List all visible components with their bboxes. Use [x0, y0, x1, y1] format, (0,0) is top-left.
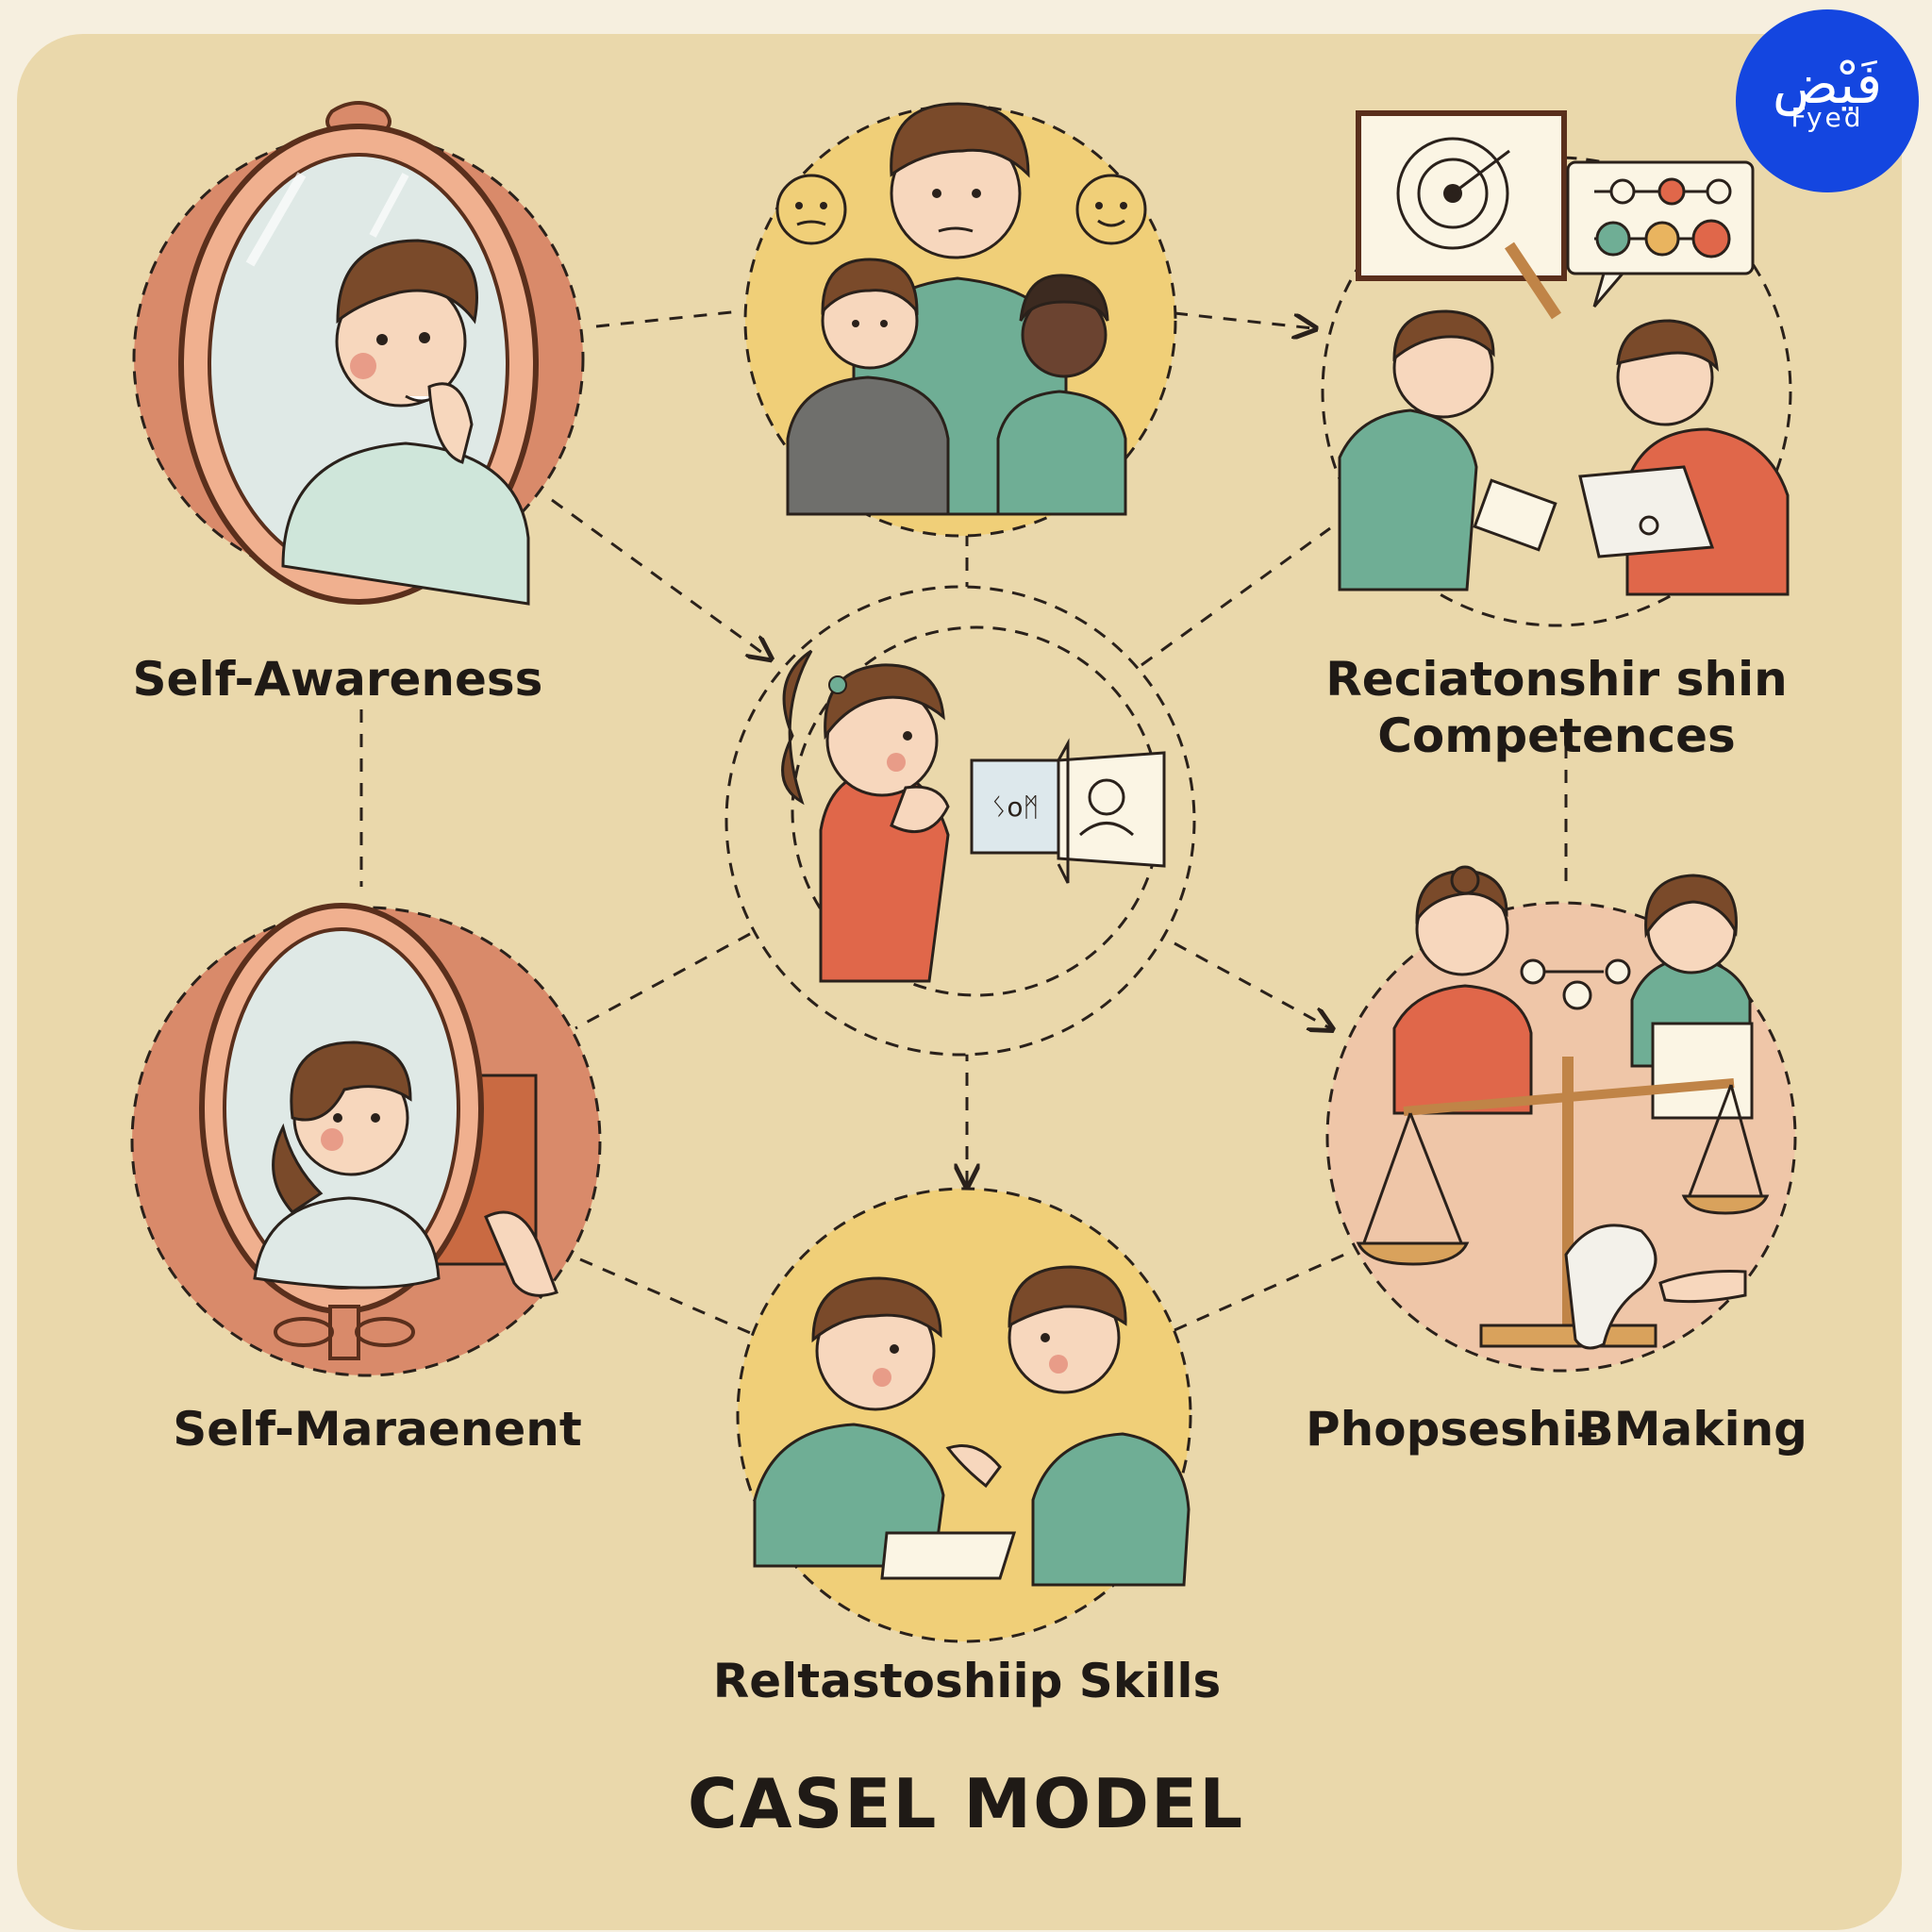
logo-latin-text: Fyed	[1790, 102, 1864, 133]
logo-arabic-text: فَيْض	[1772, 52, 1883, 116]
label-relationship-skills: Reltastoshiip Skills	[712, 1654, 1222, 1708]
center-card-text: ᛊoᛗ	[991, 791, 1040, 823]
label-relationship-competences-line1: Reciatonshir shin	[1325, 652, 1788, 707]
relationship-skills-illustration	[736, 1187, 1192, 1643]
center-reflection-illustration: ᛊoᛗ	[724, 585, 1196, 1057]
label-decision-making: PhopseshiɃMaking	[1306, 1402, 1807, 1457]
decision-making-illustration	[1325, 865, 1797, 1373]
relationship-competences-illustration	[1321, 110, 1792, 627]
self-management-illustration	[130, 903, 602, 1377]
label-self-awareness: Self-Awareness	[132, 652, 543, 707]
diagram-title: CASEL MODEL	[687, 1764, 1245, 1843]
label-relationship-competences: Reciatonshir shin Competences	[1292, 651, 1821, 764]
label-relationship-competences-line2: Competences	[1377, 708, 1736, 763]
label-self-management: Self-Maraenent	[173, 1402, 582, 1457]
fyed-logo: فَيْض Fyed	[1736, 9, 1919, 192]
self-awareness-illustration	[132, 101, 585, 606]
family-illustration	[743, 102, 1177, 538]
